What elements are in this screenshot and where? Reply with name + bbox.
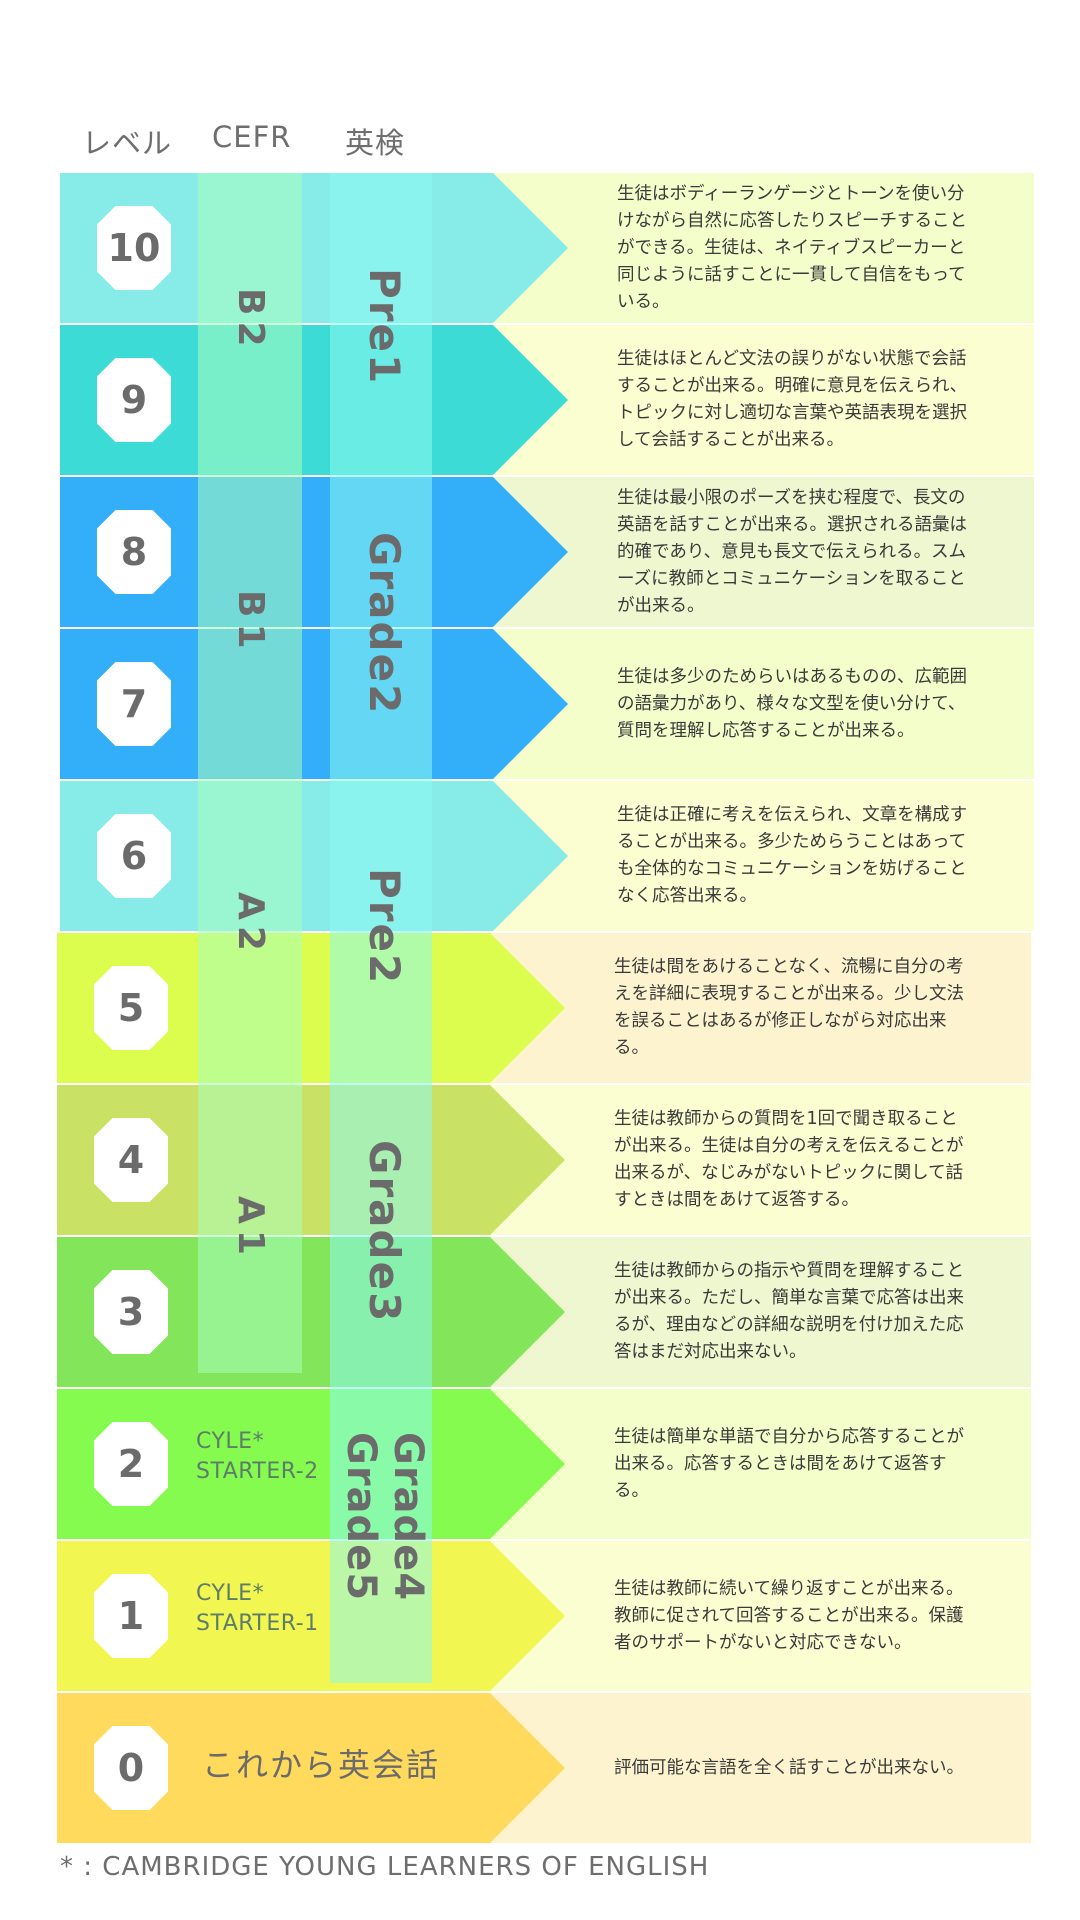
description-background bbox=[487, 1693, 1031, 1843]
level-row: 10 生徒はボディーランゲージとトーンを使い分けながら自然に応答したりスピーチする… bbox=[0, 173, 1080, 323]
cyle-label-line1: CYLE* bbox=[196, 1429, 265, 1454]
level-row: 9 生徒はほとんど文法の誤りがない状態で会話することが出来る。明確に意見を伝えられ… bbox=[0, 325, 1080, 475]
level-description: 生徒は多少のためらいはあるものの、広範囲の語彙力があり、様々な文型を使い分けて、… bbox=[617, 666, 967, 741]
level-description: 生徒は教師に続いて繰り返すことが出来る。教師に促されて回答することが出来る。保護… bbox=[614, 1578, 964, 1653]
eiken-label: Grade4 bbox=[385, 1432, 431, 1602]
arrow-shape bbox=[60, 173, 568, 323]
level-number-badge: 5 bbox=[94, 966, 168, 1050]
description-background bbox=[490, 173, 1034, 323]
level-number-badge: 4 bbox=[94, 1118, 168, 1202]
level-arrow bbox=[60, 173, 568, 323]
level-number-badge: 1 bbox=[94, 1574, 168, 1658]
description-background bbox=[487, 1541, 1031, 1691]
level-number-badge: 2 bbox=[94, 1422, 168, 1506]
description-background bbox=[487, 1237, 1031, 1387]
level-description: 生徒はほとんど文法の誤りがない状態で会話することが出来る。明確に意見を伝えられ、… bbox=[617, 349, 968, 450]
level-description: 評価可能な言語を全く話すことが出来ない。 bbox=[614, 1757, 964, 1778]
description-background bbox=[490, 629, 1034, 779]
arrow-shape bbox=[60, 781, 568, 931]
level-number-badge: 7 bbox=[97, 662, 171, 746]
level-row: 0 評価可能な言語を全く話すことが出来ない。 bbox=[0, 1693, 1080, 1843]
eiken-label: Grade3 bbox=[360, 1140, 409, 1324]
footnote: * : CAMBRIDGE YOUNG LEARNERS OF ENGLISH bbox=[60, 1852, 710, 1882]
header-eiken: 英検 bbox=[345, 126, 406, 160]
cyle-label-line1: CYLE* bbox=[196, 1581, 265, 1606]
level-description: 生徒は簡単な単語で自分から応答することが出来る。応答するときは間をあけて返答する… bbox=[614, 1426, 964, 1501]
arrow-shape bbox=[57, 1389, 565, 1539]
level-arrow bbox=[57, 1693, 565, 1843]
level-description: 生徒は教師からの質問を1回で聞き取ることが出来る。生徒は自分の考えを伝えることが… bbox=[614, 1109, 964, 1210]
cefr-label: B1 bbox=[230, 590, 271, 655]
level-row: 5 生徒は間をあけることなく、流暢に自分の考えを詳細に表現することが出来る。少し文… bbox=[0, 933, 1080, 1083]
level-description: 生徒は間をあけることなく、流暢に自分の考えを詳細に表現することが出来る。少し文法… bbox=[614, 957, 964, 1058]
arrow-shape bbox=[60, 629, 568, 779]
eiken-label: Pre1 bbox=[360, 268, 409, 386]
level-arrow bbox=[60, 781, 568, 931]
beginner-label: これから英会話 bbox=[202, 1746, 441, 1784]
level-row: 2 生徒は簡単な単語で自分から応答することが出来る。応答するときは間をあけて返答す… bbox=[0, 1389, 1080, 1539]
level-description: 生徒は最小限のポーズを挟む程度で、長文の英語を話すことが出来る。選択される語彙は… bbox=[617, 487, 967, 616]
cyle-label: CYLE* STARTER-1 bbox=[196, 1579, 319, 1639]
cefr-label: A1 bbox=[230, 1196, 271, 1261]
level-number-badge: 0 bbox=[94, 1726, 168, 1810]
level-row: 3 生徒は教師からの指示や質問を理解することが出来る。ただし、簡単な言葉で応答は出… bbox=[0, 1237, 1080, 1387]
arrow-shape bbox=[57, 1085, 565, 1235]
eiken-column bbox=[330, 173, 432, 1683]
level-arrow bbox=[57, 933, 565, 1083]
level-arrow bbox=[60, 477, 568, 627]
level-number-badge: 9 bbox=[97, 358, 171, 442]
level-number-badge: 3 bbox=[94, 1270, 168, 1354]
description-background bbox=[487, 933, 1031, 1083]
eiken-label: Grade5 bbox=[338, 1432, 384, 1602]
level-description: 生徒は教師からの指示や質問を理解することが出来る。ただし、簡単な言葉で応答は出来… bbox=[614, 1261, 964, 1362]
eiken-label: Grade2 bbox=[360, 532, 409, 716]
arrow-shape bbox=[57, 933, 565, 1083]
arrow-shape bbox=[57, 1237, 565, 1387]
cyle-label: CYLE* STARTER-2 bbox=[196, 1427, 319, 1487]
level-number-badge: 6 bbox=[97, 814, 171, 898]
level-description: 生徒は正確に考えを伝えられ、文章を構成することが出来る。多少ためらうことはあって… bbox=[617, 805, 968, 906]
level-arrow bbox=[60, 325, 568, 475]
arrow-shape bbox=[60, 477, 568, 627]
level-arrow bbox=[57, 1541, 565, 1691]
level-arrow bbox=[57, 1389, 565, 1539]
arrow-shape bbox=[57, 1541, 565, 1691]
description-background bbox=[487, 1389, 1031, 1539]
level-arrow bbox=[57, 1237, 565, 1387]
arrow-shape bbox=[60, 325, 568, 475]
level-arrow bbox=[60, 629, 568, 779]
cefr-label: A2 bbox=[230, 892, 271, 957]
level-row: 1 生徒は教師に続いて繰り返すことが出来る。教師に促されて回答することが出来る。保… bbox=[0, 1541, 1080, 1691]
level-description: 生徒はボディーランゲージとトーンを使い分けながら自然に応答したりスピーチすること… bbox=[617, 183, 967, 312]
arrow-shape bbox=[57, 1693, 565, 1843]
cyle-label-line2: STARTER-2 bbox=[196, 1459, 319, 1484]
header-cefr: CEFR bbox=[212, 120, 292, 154]
level-arrow bbox=[57, 1085, 565, 1235]
description-background bbox=[490, 781, 1034, 931]
level-row: 7 生徒は多少のためらいはあるものの、広範囲の語彙力があり、様々な文型を使い分けて… bbox=[0, 629, 1080, 779]
level-row: 4 生徒は教師からの質問を1回で聞き取ることが出来る。生徒は自分の考えを伝えること… bbox=[0, 1085, 1080, 1235]
description-background bbox=[490, 477, 1034, 627]
cefr-label: B2 bbox=[230, 288, 271, 353]
level-row: 6 生徒は正確に考えを伝えられ、文章を構成することが出来る。多少ためらうことはあっ… bbox=[0, 781, 1080, 931]
description-background bbox=[490, 325, 1034, 475]
level-row: 8 生徒は最小限のポーズを挟む程度で、長文の英語を話すことが出来る。選択される語彙… bbox=[0, 477, 1080, 627]
level-number-badge: 10 bbox=[97, 206, 171, 290]
cefr-column bbox=[198, 173, 302, 1373]
header-level: レベル bbox=[82, 126, 173, 160]
level-number-badge: 8 bbox=[97, 510, 171, 594]
cyle-label-line2: STARTER-1 bbox=[196, 1611, 319, 1636]
eiken-label: Pre2 bbox=[360, 868, 409, 986]
description-background bbox=[487, 1085, 1031, 1235]
